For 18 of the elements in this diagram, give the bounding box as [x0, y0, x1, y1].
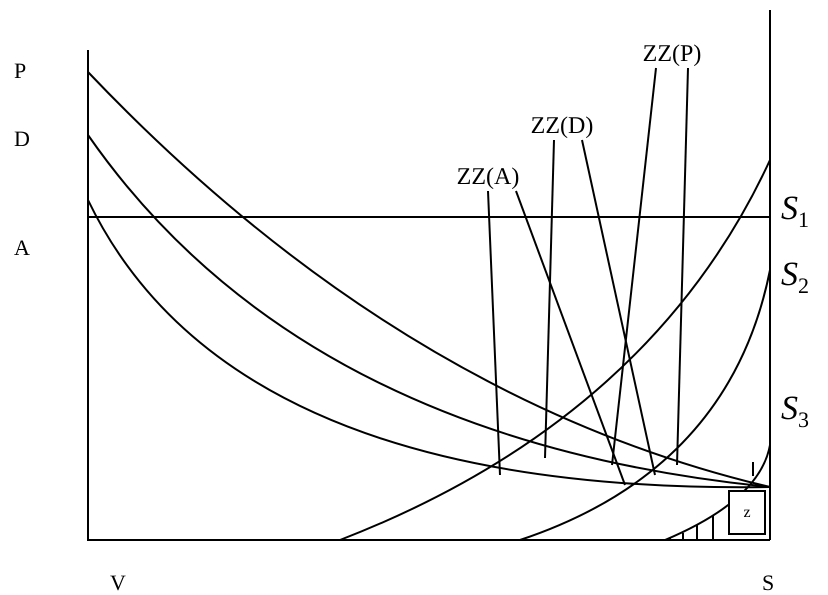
curve-label: S$_{2}$ [781, 258, 809, 297]
curve-label: S$_{1}$ [781, 192, 809, 231]
axis-label: V [110, 572, 126, 594]
leader-line [581, 140, 656, 476]
leader-line [676, 68, 689, 466]
curve-label: ZZ(D) [522, 112, 602, 140]
axis-label: S [762, 572, 774, 594]
leader-line [487, 190, 501, 476]
axis-label: A [14, 237, 30, 259]
leader-line [611, 68, 657, 466]
leader-line [544, 140, 555, 458]
curve-label: ZZ(A) [448, 163, 528, 191]
axis-label: P [14, 60, 26, 82]
square-box: z [728, 490, 766, 535]
curve-label: S$_{3}$ [781, 392, 809, 431]
axis-label: D [14, 128, 30, 150]
leader-line [515, 190, 626, 486]
curve-label: ZZ(P) [632, 40, 712, 68]
